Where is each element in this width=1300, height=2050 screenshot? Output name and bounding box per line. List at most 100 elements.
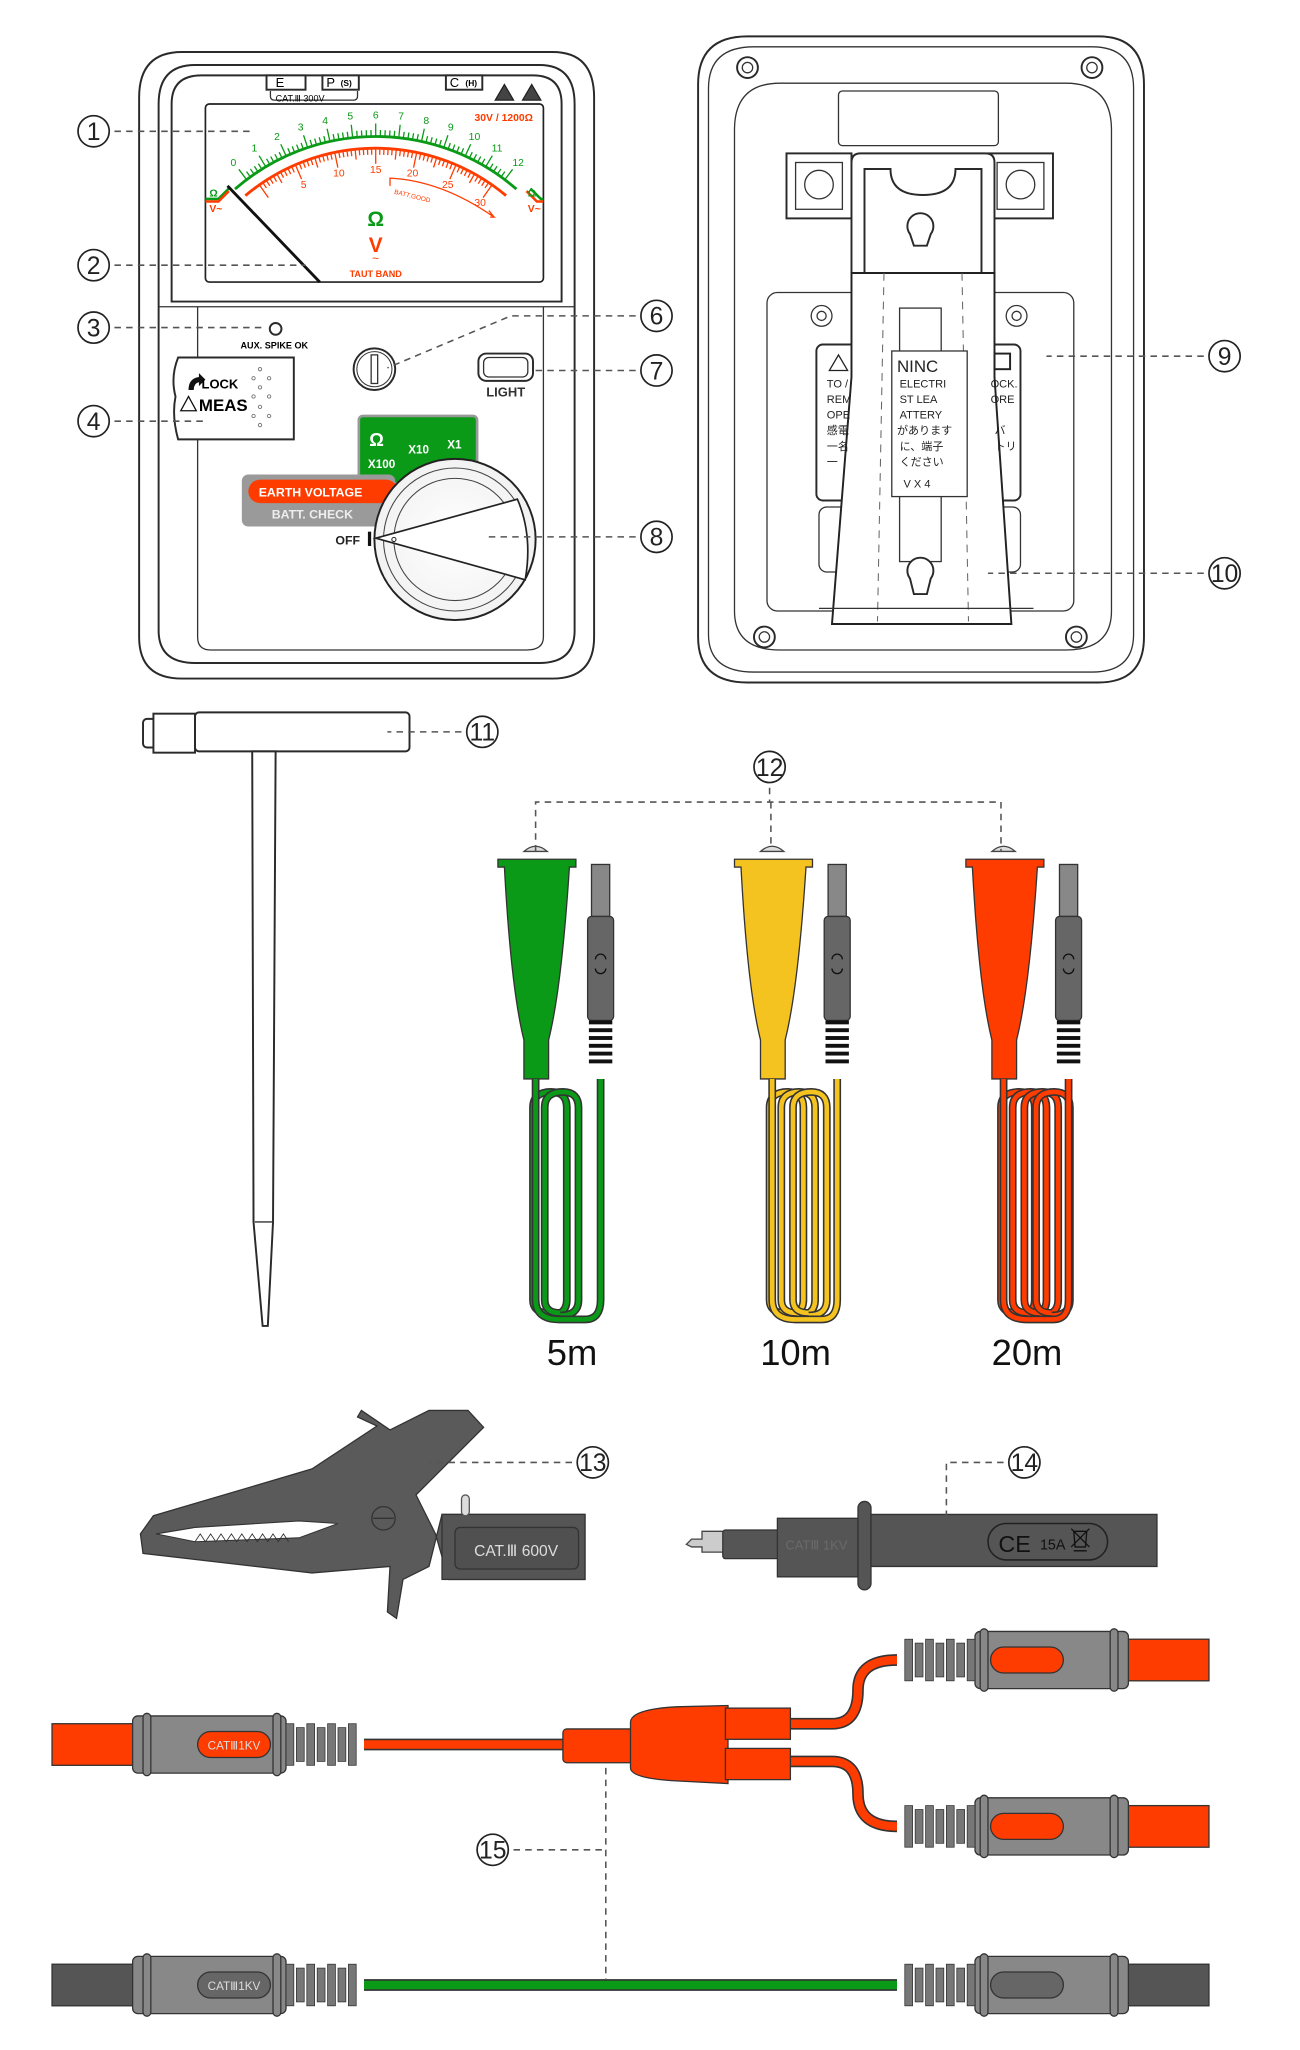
volt-scale-tick [402, 150, 406, 157]
ohm-scale-tick [346, 131, 349, 139]
warning-label-text: ください [900, 455, 944, 468]
ohm-scale-tick [291, 146, 296, 153]
volt-scale-tick [398, 149, 402, 157]
volt-scale-tick [310, 158, 314, 166]
ohm-scale-tick [456, 146, 460, 153]
volt-scale-tick [346, 150, 349, 157]
ohm-scale-tick [481, 158, 486, 165]
volt-scale-tick [262, 182, 267, 189]
volt-scale-tick [334, 152, 339, 168]
alligator-clip: CAT.Ⅲ 600V [139, 1409, 586, 1620]
ohm-scale-tick [270, 156, 275, 163]
ohm-scale-tick [287, 147, 292, 155]
warning-icon [179, 395, 198, 412]
volt-scale-arc [244, 146, 507, 197]
taut-band-label: TAUT BAND [350, 269, 403, 279]
scale-volt-end-left: V~ [209, 204, 222, 215]
warning-label-text: OCK. [991, 378, 1018, 390]
callout-number: 11 [469, 720, 495, 747]
ohm-scale-tick [416, 134, 419, 141]
light-label: LIGHT [486, 384, 525, 399]
zero-adjust-knob[interactable] [352, 347, 397, 391]
volt-scale-tick [406, 150, 410, 158]
callout-leader-line [945, 1461, 1004, 1521]
warning-label-text: REM [827, 394, 852, 406]
warning-label-text: 一名 [827, 439, 849, 453]
ohm-scale-tick [257, 163, 263, 170]
ohm-scale-tick [350, 124, 354, 138]
callout-leader-line [387, 315, 636, 369]
ohm-scale-tick [249, 168, 255, 175]
scale-ohm-end-left: Ω [209, 188, 217, 199]
ohm-scale-label: 6 [373, 110, 379, 121]
ohm-scale-tick [451, 144, 456, 151]
warning-label-text: に、端子 [900, 440, 944, 453]
volt-scale-tick [291, 166, 295, 173]
volt-scale-tick [463, 169, 468, 177]
callout-12: 12 [753, 750, 787, 784]
warning-label-text: 一 [827, 456, 838, 468]
callout-number: 10 [1211, 561, 1238, 588]
aux-spike-label: AUX. SPIKE OK [241, 340, 309, 350]
double-insulation-icon [993, 352, 1012, 371]
ohm-scale-label: 8 [423, 116, 429, 127]
callout-number: 7 [650, 358, 664, 385]
ce-mark: CE [998, 1531, 1030, 1557]
warning-label-text: OPE [827, 410, 850, 422]
lead-length-label: 20m [992, 1332, 1063, 1373]
range-x1-label: X1 [447, 438, 462, 451]
volt-scale-tick [432, 157, 438, 168]
test-probe: CATⅢ 1KV CE 15A [685, 1500, 1158, 1591]
lead-length-label: 5m [547, 1332, 598, 1373]
volt-scale-tick [460, 167, 465, 175]
ohm-scale-tick [393, 130, 396, 138]
off-label: OFF [335, 534, 360, 548]
plug-body [586, 915, 615, 1022]
ohm-scale-label: 0 [230, 158, 236, 169]
callout-11: 11 [465, 715, 499, 749]
callout-number: 15 [479, 1838, 506, 1865]
meas-label: MEAS [199, 396, 248, 415]
callout-number: 8 [650, 525, 664, 552]
volt-scale-tick [441, 160, 446, 167]
volt-scale-tick [258, 184, 269, 199]
callout-number: 12 [756, 755, 783, 782]
volt-scale-tick [276, 173, 283, 184]
plug-body [823, 915, 851, 1022]
ohm-scale-tick [407, 132, 410, 140]
ohm-scale-label: 1 [252, 144, 258, 155]
range-x10-label: X10 [408, 444, 429, 457]
ohm-scale-tick [477, 156, 482, 163]
cable-plug-label-plate [196, 1971, 272, 1999]
volt-scale-tick [302, 161, 306, 168]
ohm-scale-tick [489, 163, 494, 170]
callout-13: 13 [576, 1445, 610, 1479]
ohm-symbol: Ω [367, 208, 384, 231]
screw-icon [1065, 625, 1088, 649]
ohm-scale-tick [326, 128, 331, 142]
volt-scale-tick [477, 177, 483, 184]
clip-window [891, 350, 968, 498]
ac-symbol: ~ [372, 253, 379, 266]
alligator-clip-boot [733, 858, 814, 1080]
range-selector-panel: Ω X100 X10 X1 EARTH VOLTAGE BATT. CHECK … [241, 414, 479, 548]
ohm-scale-tick [468, 151, 473, 159]
test-lead-10m: 10m [733, 845, 851, 1373]
alligator-clip-boot [497, 858, 577, 1080]
warning-label-text: NINC [897, 357, 938, 376]
callout-number: 6 [650, 304, 664, 331]
ohm-scale-label: 3 [298, 123, 304, 134]
ohm-scale-tick [302, 135, 309, 148]
ohm-scale-tick [323, 136, 327, 143]
ohm-scale-tick [492, 165, 498, 173]
warning-label-text: ELECTRI [900, 378, 947, 390]
callout-3: 3 [77, 311, 111, 345]
cable-plug-label-plate [989, 1812, 1065, 1841]
warning-icon [521, 83, 542, 101]
function-rotary-switch[interactable] [372, 457, 537, 622]
volt-scale-tick [269, 177, 274, 184]
ohm-scale-tick [337, 133, 340, 140]
light-button[interactable]: LIGHT [477, 352, 534, 400]
lock-meas-switch[interactable]: LOCK MEAS [172, 356, 295, 441]
aux-spike-led [268, 322, 283, 336]
